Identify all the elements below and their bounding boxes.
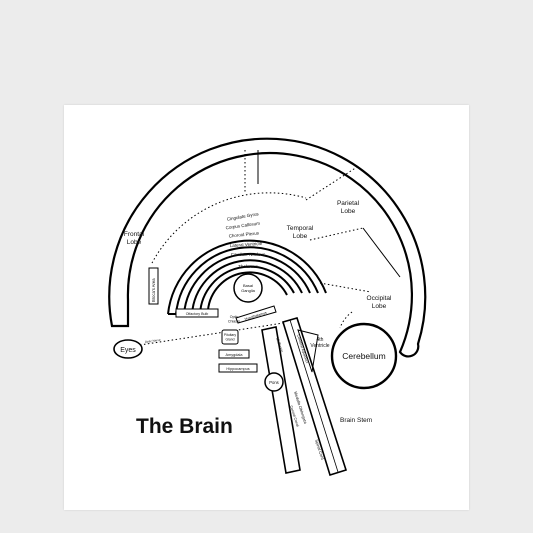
label-lateral-ventricle: Lateral Ventricle (230, 241, 263, 248)
hypothalamus-band (235, 305, 277, 324)
dotted-divider-3 (309, 227, 364, 241)
label-eyes: Eyes (120, 347, 136, 354)
amygdala-box (218, 349, 250, 359)
limbic-rings (167, 239, 327, 315)
label-corpus-callosum: Corpus Callosum (225, 221, 260, 231)
label-amygdala: Amygdala (226, 353, 244, 357)
fourth-ventricle-wedge (297, 329, 319, 373)
label-cingulate-gyrus: Cingulate Gyrus (226, 211, 259, 222)
dotted-divider-5 (339, 311, 353, 329)
brocas-area-box (148, 267, 159, 305)
label-thalamus: Thalamus (238, 264, 259, 269)
label-caudate-nucleus: Caudate Nucleus (231, 252, 266, 257)
eye-oval (113, 339, 143, 359)
brain-outline (108, 137, 427, 358)
basal-ganglia-circle (233, 273, 263, 303)
pons-circle (264, 372, 284, 392)
label-pons: Pons (269, 380, 279, 385)
label-optic-nerve: Optic Nerve (145, 338, 162, 344)
label-choroid-plexus: Choroid Plexus (228, 230, 260, 238)
parietal-occipital-divider (362, 227, 401, 278)
label-brain-stem: Brain Stem (340, 417, 372, 424)
label-hypothalamus: Hypothalamus (244, 311, 267, 322)
label-brocas-area: Broca's Area (151, 278, 156, 302)
diagram-title: The Brain (136, 415, 233, 438)
hippocampus-box (218, 363, 258, 373)
label-spinal-cord: Spinal Cord (314, 439, 325, 460)
olfactory-bulb-box (175, 308, 219, 318)
eye-dotted-line (139, 321, 291, 346)
frontal-dotted-boundary (151, 192, 307, 264)
brain-stem-shape (261, 317, 348, 477)
dotted-divider-4 (319, 282, 372, 293)
pituitary-gland-box (221, 329, 239, 345)
label-olfactory-bulb: Olfactory Bulb (186, 312, 209, 316)
label-central-canal: Central Canal (289, 405, 300, 427)
dotted-divider-2 (305, 166, 358, 201)
cerebellum-circle (330, 322, 398, 390)
label-cerebellum: Cerebellum (342, 351, 385, 361)
label-midbrain: Midbrain (275, 337, 284, 353)
label-hippocampus: Hippocampus (226, 367, 249, 371)
